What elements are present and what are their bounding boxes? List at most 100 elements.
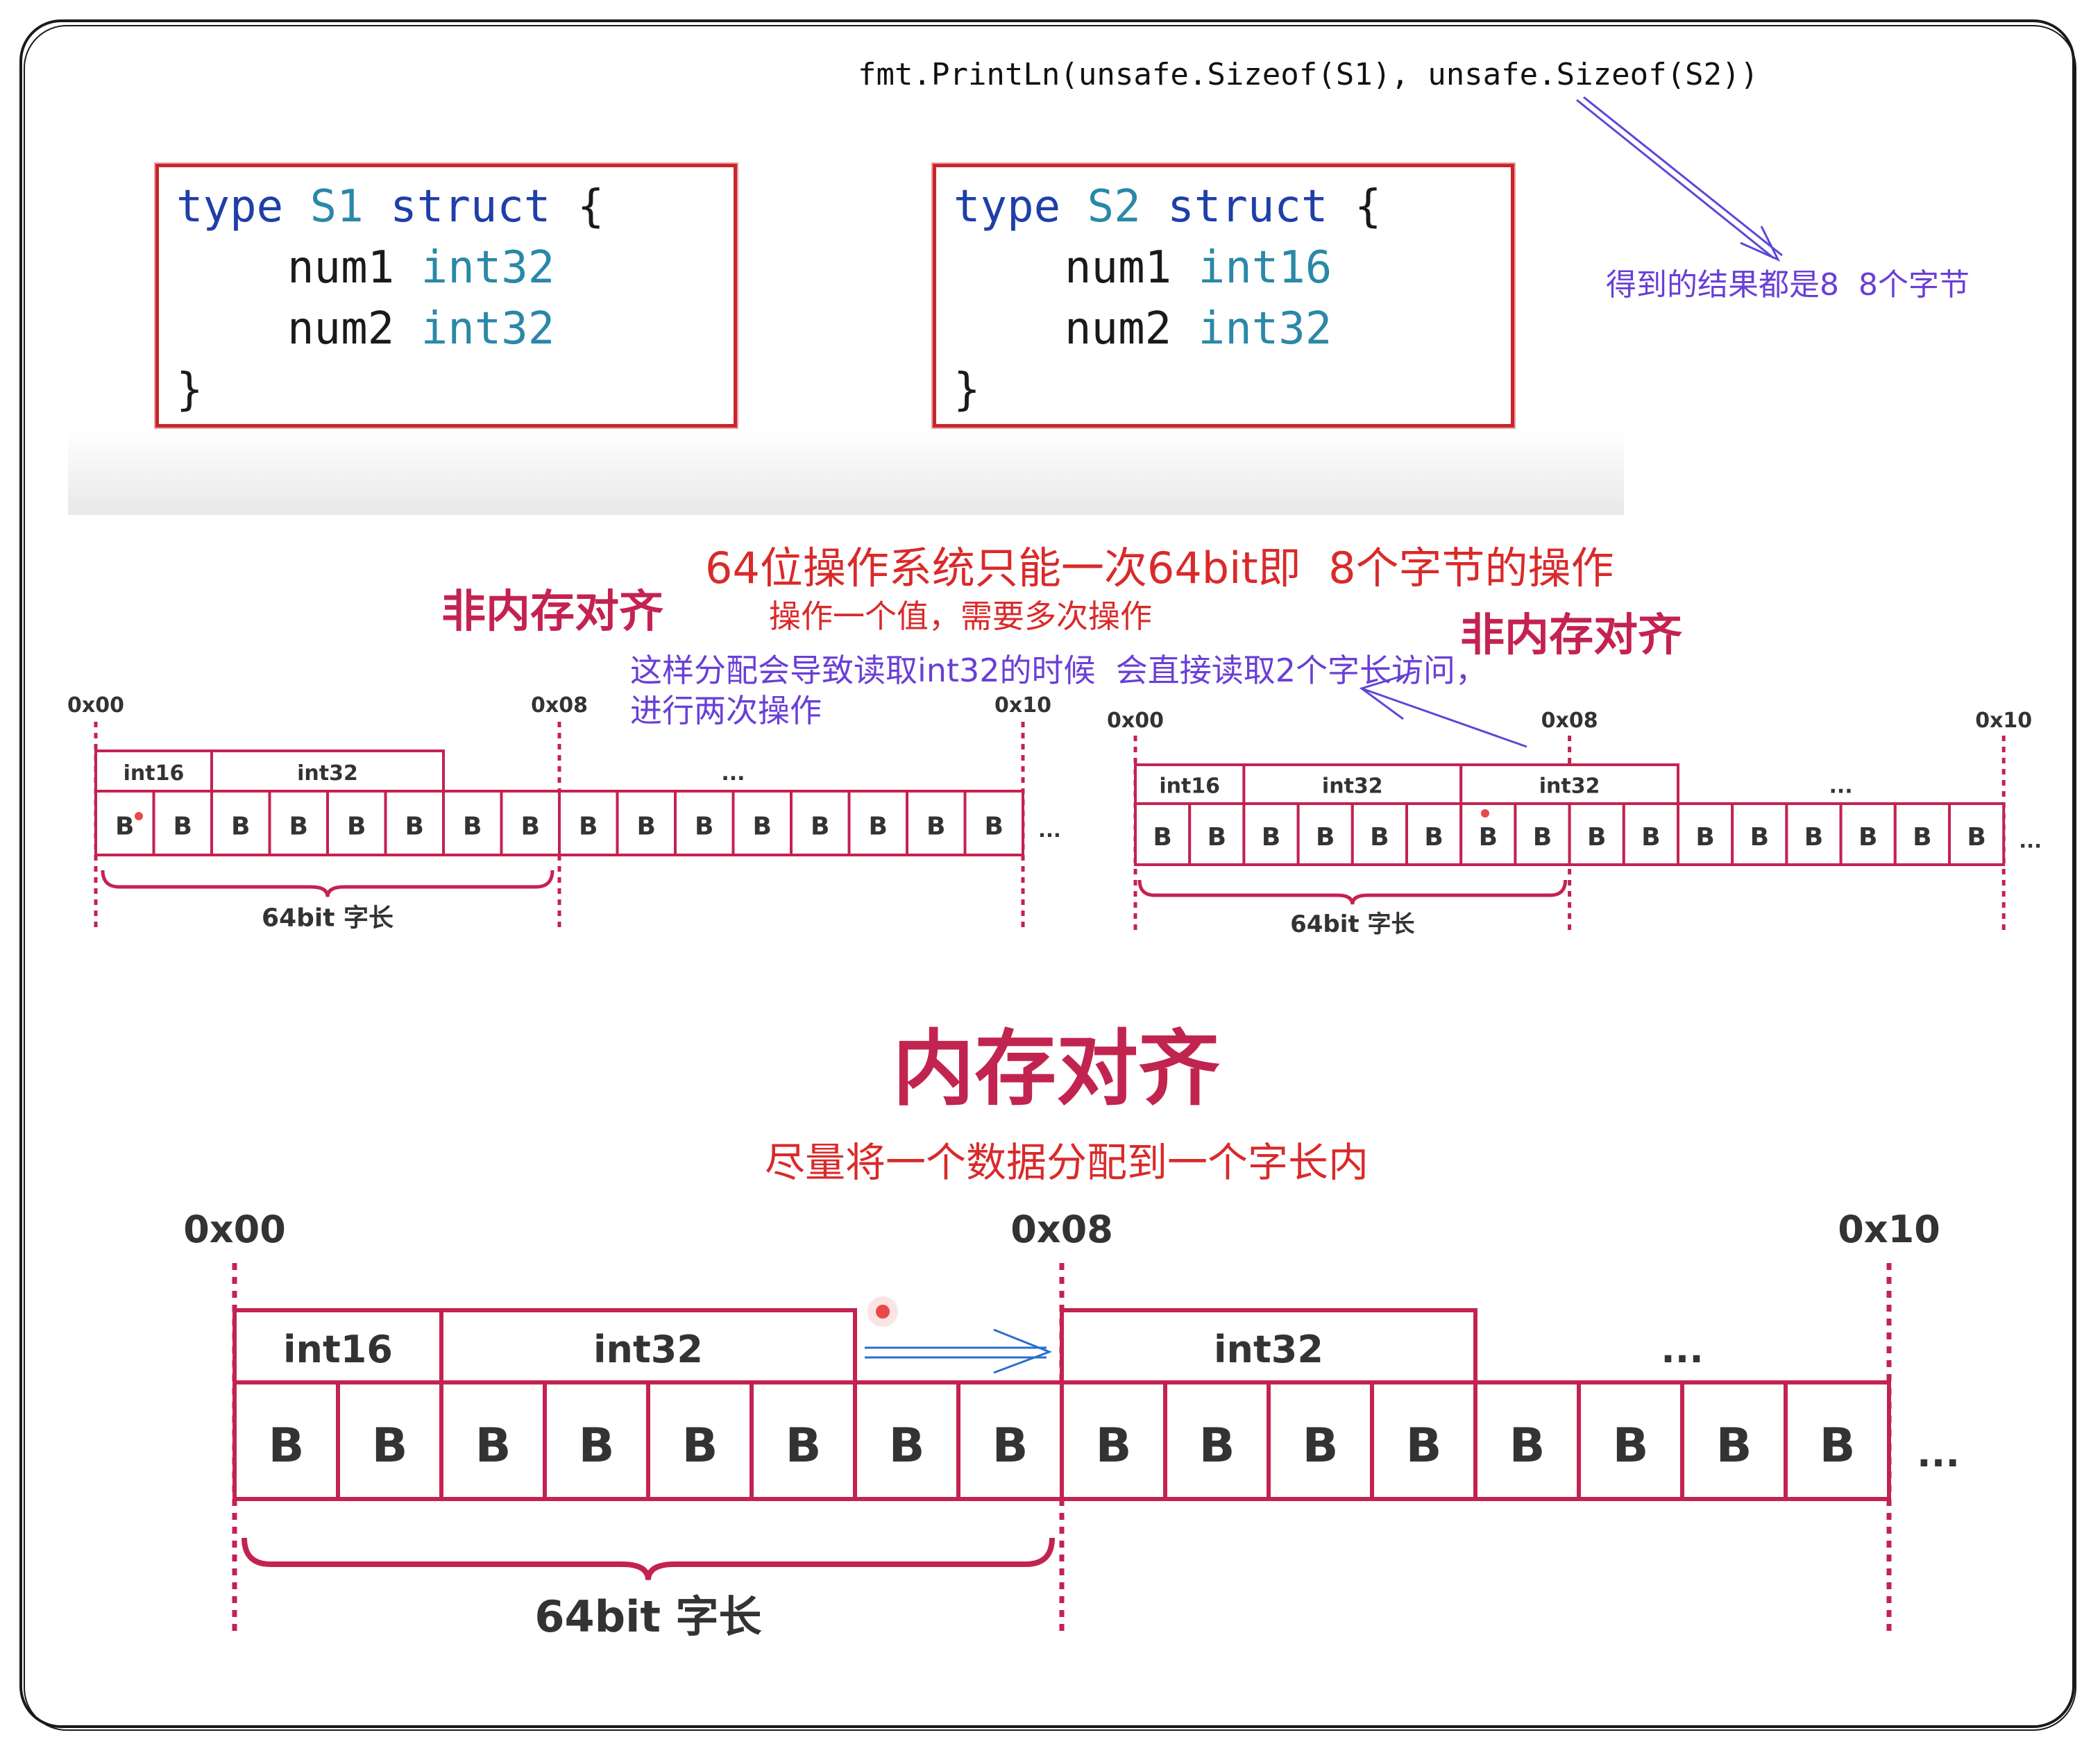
byte-label-15: B bbox=[985, 813, 1004, 841]
byte-cell-0 bbox=[1134, 802, 1192, 866]
note-arrow-head bbox=[1359, 670, 1416, 720]
byte-label-2: B bbox=[475, 1419, 511, 1473]
byte-label-14: B bbox=[1716, 1419, 1752, 1473]
byte-label-13: B bbox=[869, 813, 888, 841]
byte-label-4: B bbox=[682, 1419, 718, 1473]
non-aligned-title-right: 非内存对齐 bbox=[1460, 610, 1682, 661]
byte-cell-12 bbox=[1473, 1380, 1581, 1501]
byte-label-5: B bbox=[405, 813, 424, 841]
word-size-label: 64bit 字长 bbox=[1290, 911, 1414, 938]
byte-label-9: B bbox=[637, 813, 656, 841]
field-label-int32-2: int32 bbox=[1214, 1328, 1323, 1371]
field-more-ellipsis: ... bbox=[1661, 1328, 1704, 1371]
byte-label-14: B bbox=[1913, 823, 1931, 852]
println-arrow-line-2 bbox=[1583, 96, 1783, 257]
byte-cell-14 bbox=[1680, 1380, 1788, 1501]
byte-cell-15 bbox=[963, 790, 1024, 856]
byte-cell-15 bbox=[1948, 802, 2006, 866]
address-0x10: 0x10 bbox=[1838, 1208, 1940, 1251]
byte-label-0: B bbox=[269, 1419, 305, 1473]
field-box-int32-2 bbox=[1459, 763, 1679, 805]
println-arrow-line-1 bbox=[1576, 99, 1775, 260]
byte-label-12: B bbox=[811, 813, 829, 841]
byte-cell-3 bbox=[543, 1380, 650, 1501]
row-trailing-ellipsis: ... bbox=[2019, 829, 2042, 852]
byte-label-9: B bbox=[1199, 1419, 1235, 1473]
byte-cell-11 bbox=[1731, 802, 1788, 866]
byte-label-11: B bbox=[1406, 1419, 1442, 1473]
note-line-1: 这样分配会导致读取int32的时候 会直接读取2个字长访问， bbox=[630, 652, 1488, 689]
byte-label-4: B bbox=[347, 813, 366, 841]
headline-sub: 操作一个值，需要多次操作 bbox=[769, 598, 1152, 635]
align-arrow-head bbox=[993, 1328, 1053, 1374]
s1-close-brace: } bbox=[176, 364, 203, 416]
s1-field-2: num2 int32 bbox=[287, 298, 554, 359]
field-label-int32-1: int32 bbox=[593, 1328, 703, 1371]
byte-label-14: B bbox=[926, 813, 945, 841]
page-frame-sketch bbox=[24, 25, 2076, 1731]
byte-label-8: B bbox=[1096, 1419, 1132, 1473]
s2-keyword-struct: struct bbox=[1167, 181, 1328, 232]
byte-label-2: B bbox=[1262, 823, 1280, 852]
byte-label-9: B bbox=[1641, 823, 1660, 852]
s1-name: S1 bbox=[310, 181, 364, 232]
address-0x08: 0x08 bbox=[1541, 709, 1598, 733]
address-0x10: 0x10 bbox=[994, 693, 1051, 718]
byte-label-1: B bbox=[173, 813, 192, 841]
byte-label-6: B bbox=[463, 813, 482, 841]
s2-close-brace: } bbox=[954, 364, 981, 416]
row-trailing-ellipsis: ... bbox=[1038, 818, 1061, 842]
byte-cell-0 bbox=[94, 790, 155, 856]
byte-label-7: B bbox=[1533, 823, 1552, 852]
address-0x00: 0x00 bbox=[1107, 709, 1164, 733]
row-trailing-ellipsis: ... bbox=[1917, 1432, 1960, 1475]
byte-cell-0 bbox=[232, 1380, 340, 1501]
byte-label-7: B bbox=[521, 813, 540, 841]
byte-label-12: B bbox=[1509, 1419, 1546, 1473]
s1-field-1: num1 int32 bbox=[287, 237, 554, 298]
println-code: fmt.PrintLn(unsafe.Sizeof(S1), unsafe.Si… bbox=[858, 57, 1759, 92]
byte-label-5: B bbox=[786, 1419, 822, 1473]
aligned-title: 内存对齐 bbox=[892, 1021, 1221, 1117]
byte-label-6: B bbox=[889, 1419, 925, 1473]
println-note: 得到的结果都是8 8个字节 bbox=[1606, 267, 1970, 303]
byte-label-7: B bbox=[992, 1419, 1028, 1473]
byte-cell-15 bbox=[1784, 1380, 1891, 1501]
s2-keyword-type: type bbox=[954, 181, 1061, 232]
byte-cell-3 bbox=[1296, 802, 1354, 866]
byte-label-0: B bbox=[1153, 823, 1171, 852]
byte-label-13: B bbox=[1613, 1419, 1649, 1473]
non-aligned-title-left: 非内存对齐 bbox=[441, 586, 663, 638]
code-panel-background bbox=[68, 430, 1624, 515]
s2-field-2-type: int32 bbox=[1198, 303, 1332, 355]
byte-label-3: B bbox=[579, 1419, 615, 1473]
field-label-int32-1: int32 bbox=[1322, 774, 1383, 798]
byte-label-2: B bbox=[231, 813, 250, 841]
byte-label-11: B bbox=[753, 813, 772, 841]
byte-label-0: B bbox=[115, 813, 134, 841]
byte-cell-9 bbox=[616, 790, 677, 856]
byte-label-5: B bbox=[1424, 823, 1443, 852]
byte-label-1: B bbox=[1208, 823, 1226, 852]
byte-cell-4 bbox=[1350, 802, 1409, 866]
s2-field-2-name: num2 bbox=[1065, 303, 1172, 355]
s2-open-brace: { bbox=[1354, 181, 1382, 232]
s1-line-1: type S1 struct { bbox=[176, 176, 604, 237]
byte-label-13: B bbox=[1858, 823, 1877, 852]
byte-cell-12 bbox=[790, 790, 851, 856]
byte-cell-10 bbox=[1677, 802, 1734, 866]
byte-label-11: B bbox=[1750, 823, 1769, 852]
field-label-int16-0: int16 bbox=[124, 761, 185, 786]
s1-field-1-type: int32 bbox=[421, 242, 555, 294]
byte-label-15: B bbox=[1820, 1419, 1856, 1473]
byte-label-15: B bbox=[1967, 823, 1985, 852]
byte-cell-8 bbox=[1060, 1380, 1167, 1501]
s2-field-1: num1 int16 bbox=[1065, 237, 1332, 298]
page-frame bbox=[19, 19, 2075, 1728]
address-0x08: 0x08 bbox=[1010, 1208, 1113, 1251]
s2-name: S2 bbox=[1087, 181, 1141, 232]
address-0x08: 0x08 bbox=[531, 693, 588, 718]
byte-cell-3 bbox=[268, 790, 329, 856]
s2-field-2: num2 int32 bbox=[1065, 298, 1332, 359]
